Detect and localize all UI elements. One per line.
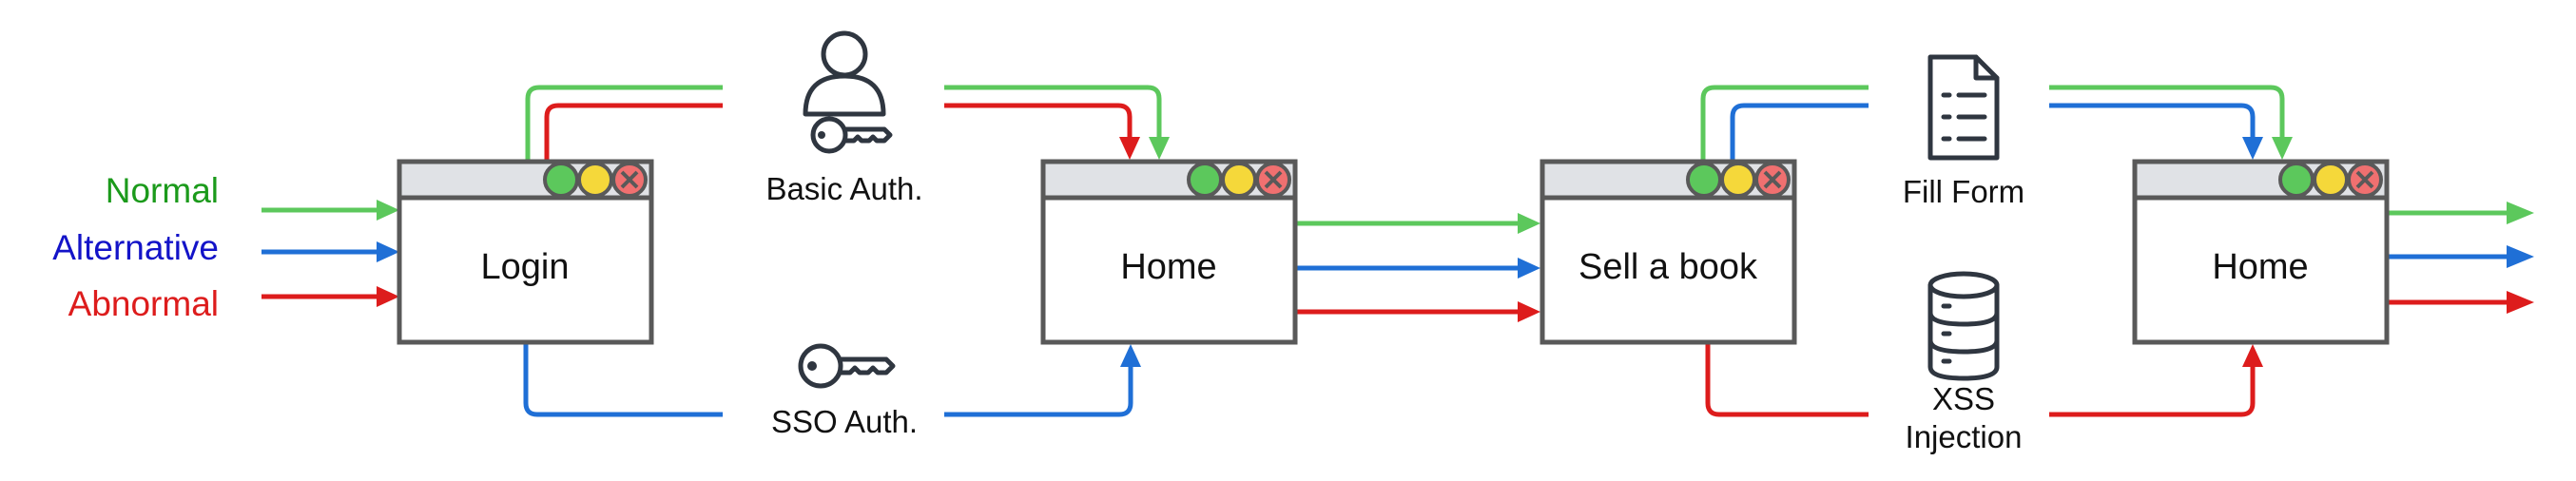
- arrowhead: [377, 200, 399, 221]
- flow-alternative-sell-to-fill-form: [1730, 103, 1869, 162]
- user-icon: [803, 30, 886, 117]
- step-fill-form: Fill Form: [1903, 54, 2024, 209]
- arrowhead: [2242, 344, 2263, 367]
- close-icon: [1763, 170, 1782, 189]
- arrowhead: [2507, 291, 2534, 314]
- window-title-home: Home: [2212, 247, 2308, 287]
- window-login: Login: [397, 159, 654, 345]
- arrowhead: [1518, 258, 1540, 279]
- window-green-dot: [543, 162, 579, 198]
- close-icon: [2355, 170, 2374, 189]
- flow-alternative-login-to-sso: [523, 344, 723, 417]
- step-sso-auth: SSO Auth.: [771, 343, 918, 439]
- document-icon: [1927, 54, 2000, 161]
- window-home-1: Home: [1040, 159, 1298, 345]
- flow-abnormal-login-to-basic-auth: [544, 103, 723, 162]
- step-basic-auth: Basic Auth.: [765, 30, 923, 206]
- window-yellow-dot: [1221, 162, 1257, 198]
- window-home-2: Home: [2132, 159, 2390, 345]
- flow-normal-sell-to-fill-form: [1700, 85, 1869, 162]
- arrowhead: [1119, 137, 1140, 160]
- step-label-sso-auth: SSO Auth.: [771, 404, 918, 439]
- window-yellow-dot: [2313, 162, 2349, 198]
- arrowhead: [1120, 344, 1141, 367]
- step-xss-injection: XSS Injection: [1906, 271, 2023, 454]
- step-label-fill-form: Fill Form: [1903, 174, 2024, 209]
- arrowhead: [2242, 137, 2263, 160]
- flow-lines: [261, 85, 2510, 417]
- window-title-home: Home: [1120, 247, 1216, 287]
- close-icon: [1264, 170, 1283, 189]
- flow-normal-basic-auth-to-home: [944, 85, 1162, 143]
- flow-abnormal-xss-to-home: [2049, 363, 2256, 417]
- window-green-dot: [1686, 162, 1722, 198]
- database-icon: [1927, 271, 2000, 381]
- step-label-basic-auth: Basic Auth.: [765, 171, 922, 206]
- key-icon: [810, 116, 893, 154]
- window-title-login: Login: [481, 247, 570, 287]
- flow-normal-login-to-basic-auth: [525, 85, 723, 162]
- window-green-dot: [1187, 162, 1223, 198]
- flow-alternative-fill-form-to-home: [2049, 103, 2256, 143]
- window-yellow-dot: [577, 162, 613, 198]
- arrowhead: [2272, 137, 2293, 160]
- window-title-sell-a-book: Sell a book: [1579, 247, 1758, 287]
- arrowhead: [2507, 245, 2534, 268]
- key-icon: [798, 343, 896, 389]
- step-label-xss-line1: XSS: [1932, 381, 1995, 416]
- flow-abnormal-sell-to-xss: [1705, 344, 1869, 417]
- arrowhead: [1518, 213, 1540, 234]
- legend: Normal Alternative Abnormal: [52, 171, 219, 323]
- flow-abnormal-basic-auth-to-home: [944, 103, 1133, 143]
- legend-alternative-label: Alternative: [52, 228, 219, 267]
- arrowheads: [377, 137, 2534, 367]
- arrowhead: [1518, 301, 1540, 322]
- legend-abnormal-label: Abnormal: [68, 284, 219, 323]
- arrowhead: [377, 286, 399, 307]
- flow-alternative-sso-to-home: [944, 363, 1133, 417]
- window-sell-a-book: Sell a book: [1540, 159, 1797, 345]
- legend-normal-label: Normal: [106, 171, 219, 210]
- window-green-dot: [2278, 162, 2315, 198]
- close-icon: [620, 170, 639, 189]
- arrowhead: [2507, 202, 2534, 224]
- flow-normal-fill-form-to-home: [2049, 85, 2285, 143]
- arrowhead: [1149, 137, 1170, 160]
- window-yellow-dot: [1720, 162, 1756, 198]
- arrowhead: [377, 241, 399, 262]
- step-label-xss-line2: Injection: [1906, 419, 2023, 454]
